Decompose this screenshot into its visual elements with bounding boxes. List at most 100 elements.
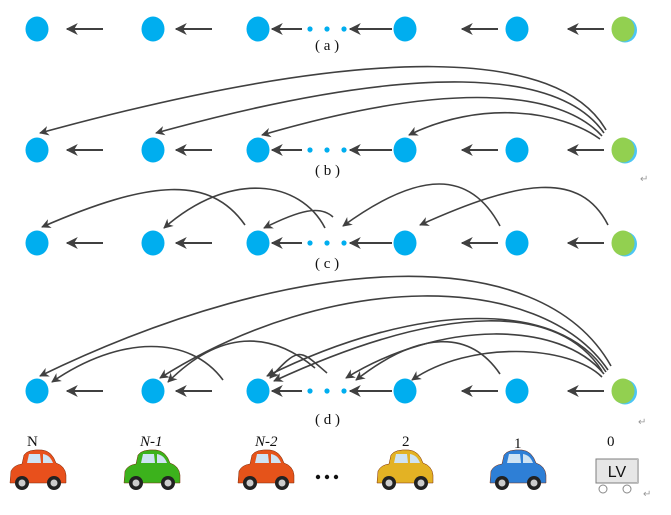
- car-icon: [9, 449, 67, 490]
- car-icon: [489, 449, 547, 490]
- follower-node: [246, 230, 270, 256]
- ellipsis-icon: [333, 474, 339, 480]
- communication-link-arrow: [39, 65, 607, 136]
- car-icon: [123, 449, 181, 490]
- ellipsis-dot: [324, 240, 330, 246]
- ellipsis-icon: [324, 474, 330, 480]
- follower-node: [246, 16, 270, 42]
- panel-a: [25, 16, 637, 43]
- car-hubcap: [18, 479, 26, 487]
- leader-vehicle-wheel: [598, 484, 608, 494]
- car-hubcap: [132, 479, 140, 487]
- follower-node: [246, 378, 270, 404]
- communication-link-arrow: [342, 183, 501, 227]
- car-hubcap: [417, 479, 425, 487]
- car-window: [255, 454, 269, 463]
- car-hubcap: [530, 479, 538, 487]
- car-window: [410, 454, 420, 463]
- vehicle-label-N-2: N-2: [254, 434, 278, 450]
- car-icon: [376, 449, 434, 490]
- follower-node: [141, 378, 165, 404]
- communication-link-arrow: [355, 340, 501, 381]
- paragraph-mark: ↵: [643, 489, 651, 500]
- ellipsis-dot: [341, 147, 347, 153]
- communication-link-arrow: [263, 209, 334, 229]
- panel-c: [25, 183, 637, 257]
- car-window: [523, 454, 533, 463]
- follower-node: [141, 230, 165, 256]
- vehicle-label-2: 2: [402, 434, 410, 450]
- follower-node: [505, 230, 529, 256]
- leader-node: [611, 137, 635, 163]
- communication-link-arrow: [167, 340, 316, 383]
- caption-d: ( d ): [315, 412, 340, 428]
- ellipsis-dot: [324, 26, 330, 32]
- communication-link-arrow: [159, 295, 609, 379]
- car-window: [394, 454, 408, 463]
- communication-link-arrow: [155, 81, 605, 136]
- follower-node: [25, 137, 49, 163]
- car-icon: [237, 449, 295, 490]
- car-window: [507, 454, 521, 463]
- vehicle-label-N: N: [27, 434, 38, 450]
- car-body: [376, 449, 434, 484]
- ellipsis-dot: [341, 240, 347, 246]
- communication-link-arrow: [273, 320, 603, 382]
- paragraph-mark: ↵: [638, 417, 646, 428]
- follower-node: [25, 378, 49, 404]
- leader-vehicle-box: [595, 458, 639, 484]
- ellipsis-dot: [307, 26, 313, 32]
- leader-node: [611, 378, 635, 404]
- car-window: [43, 454, 53, 463]
- car-hubcap: [498, 479, 506, 487]
- follower-node: [505, 137, 529, 163]
- car-body: [237, 449, 295, 484]
- ellipsis-dot: [341, 26, 347, 32]
- caption-a: ( a ): [315, 38, 339, 54]
- car-hubcap: [164, 479, 172, 487]
- leader-vehicle-wheel: [622, 484, 632, 494]
- communication-link-arrow: [163, 187, 326, 229]
- follower-node: [25, 16, 49, 42]
- communication-link-arrow: [419, 186, 609, 226]
- follower-node: [393, 230, 417, 256]
- caption-c: ( c ): [315, 256, 339, 272]
- vehicle-label-1: 1: [514, 436, 522, 452]
- follower-node: [393, 137, 417, 163]
- follower-node: [393, 378, 417, 404]
- communication-link-arrow: [261, 96, 603, 138]
- car-hubcap: [385, 479, 393, 487]
- follower-node: [141, 16, 165, 42]
- leader-node: [611, 16, 635, 42]
- paragraph-mark: ↵: [640, 174, 648, 185]
- car-hubcap: [278, 479, 286, 487]
- ellipsis-dot: [307, 147, 313, 153]
- car-body: [9, 449, 67, 484]
- communication-link-arrow: [39, 275, 612, 377]
- leader-vehicle-icon: LV: [595, 458, 639, 494]
- car-body: [123, 449, 181, 484]
- communication-link-arrow: [41, 188, 246, 228]
- panel-d: [25, 275, 637, 405]
- ellipsis-dot: [324, 388, 330, 394]
- vehicle-label-0: 0: [607, 434, 615, 450]
- car-hubcap: [50, 479, 58, 487]
- leader-vehicle-label: LV: [608, 464, 627, 481]
- communication-link-arrow: [411, 350, 603, 381]
- communication-link-arrow: [408, 111, 601, 140]
- ellipsis-dot: [341, 388, 347, 394]
- ellipsis-dot: [324, 147, 330, 153]
- communication-link-arrow: [269, 353, 328, 379]
- follower-node: [393, 16, 417, 42]
- car-hubcap: [246, 479, 254, 487]
- car-body: [489, 449, 547, 484]
- communication-link-arrow: [51, 345, 224, 383]
- ellipsis-icon: [315, 474, 321, 480]
- car-window: [141, 454, 155, 463]
- car-window: [27, 454, 41, 463]
- follower-node: [505, 16, 529, 42]
- car-window: [271, 454, 281, 463]
- car-window: [157, 454, 167, 463]
- leader-node: [611, 230, 635, 256]
